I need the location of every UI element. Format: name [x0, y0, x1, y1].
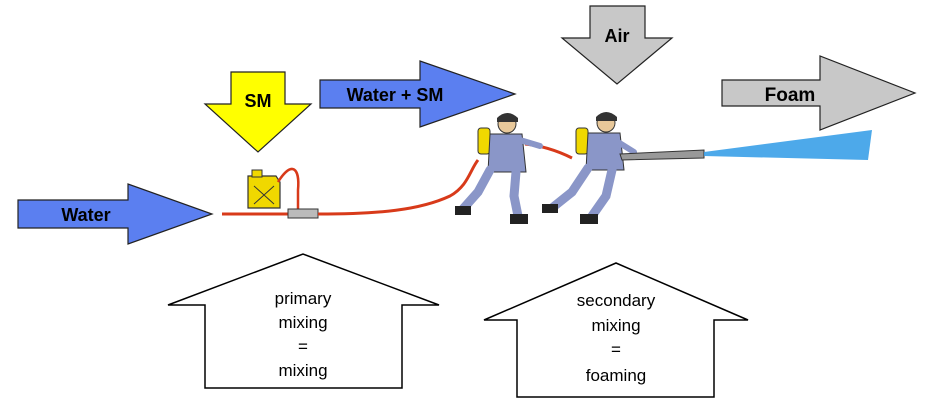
primary-line-4: mixing	[278, 361, 327, 380]
firefighter-icon	[455, 113, 543, 224]
primary-mixing-box: primary mixing = mixing	[167, 253, 440, 389]
sm-arrow: SM	[203, 71, 313, 153]
inductor-icon	[287, 208, 319, 219]
foam-label: Foam	[765, 85, 816, 106]
water-label: Water	[61, 205, 110, 225]
primary-line-3: =	[298, 337, 308, 356]
jerrycan-icon	[247, 167, 300, 212]
water-sm-arrow: Water + SM	[319, 60, 517, 128]
primary-line-2: mixing	[278, 313, 327, 332]
air-arrow: Air	[560, 5, 674, 85]
sm-label: SM	[245, 91, 272, 111]
firefighter-icon	[542, 112, 637, 224]
secondary-line-2: mixing	[591, 316, 640, 335]
air-label: Air	[604, 26, 629, 46]
foam-stream	[704, 130, 872, 160]
secondary-line-1: secondary	[577, 291, 656, 310]
secondary-line-3: =	[611, 340, 621, 359]
nozzle-icon	[619, 149, 705, 161]
water-sm-label: Water + SM	[347, 85, 444, 105]
water-arrow: Water	[17, 183, 214, 245]
secondary-mixing-box: secondary mixing = foaming	[483, 262, 749, 398]
primary-line-1: primary	[275, 289, 332, 308]
foam-arrow: Foam	[721, 55, 917, 131]
secondary-line-4: foaming	[586, 366, 646, 385]
